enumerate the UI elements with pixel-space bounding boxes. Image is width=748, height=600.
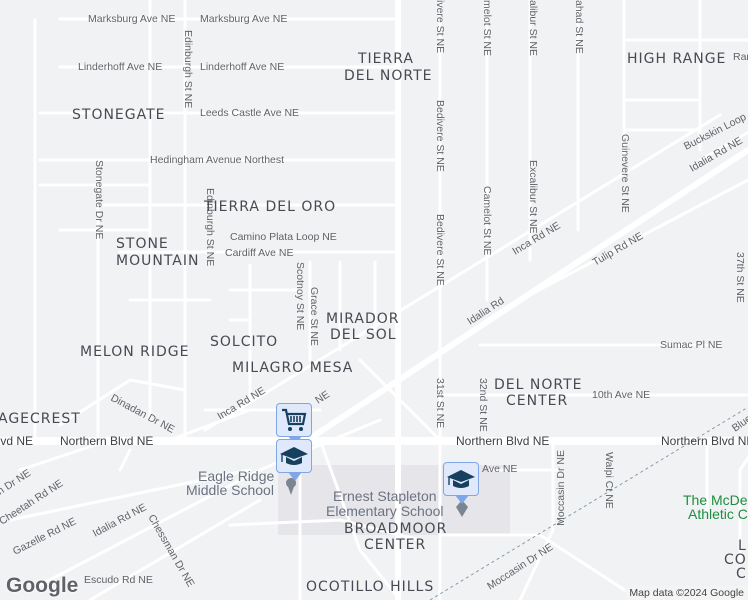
neighborhood-label: CO bbox=[724, 552, 747, 568]
street-label: Escudo Rd NE bbox=[84, 574, 153, 586]
neighborhood-label: TIERRA DEL ORO bbox=[203, 199, 336, 215]
street-label: Northern Blvd NE bbox=[661, 434, 748, 448]
street-label: Leeds Castle Ave NE bbox=[200, 107, 299, 119]
neighborhood-label: CENTER bbox=[364, 537, 426, 553]
street-label: Northern Blvd NE bbox=[0, 434, 33, 448]
neighborhood-label: DEL NORTE bbox=[344, 68, 432, 84]
neighborhood-label: MOUNTAIN bbox=[116, 253, 199, 269]
street-label: 37th St NE bbox=[734, 252, 746, 303]
street-label: Marksburg Ave NE bbox=[88, 13, 175, 25]
neighborhood-labels: TIERRA DEL NORTE HIGH RANGE STONEGATE TI… bbox=[0, 51, 747, 595]
poi-ernest-stapleton[interactable]: Elementary School bbox=[326, 503, 444, 519]
neighborhood-label: OCOTILLO HILLS bbox=[306, 579, 434, 595]
map-attribution[interactable]: Map data ©2024 Google bbox=[625, 586, 748, 600]
place-pin-icon[interactable] bbox=[456, 500, 468, 517]
poi-park[interactable]: Athletic C bbox=[688, 506, 748, 522]
street-label: Guinevere St NE bbox=[619, 134, 631, 213]
neighborhood-label: STONEGATE bbox=[72, 107, 166, 123]
street-label: ivere St NE bbox=[434, 0, 446, 53]
neighborhood-label: MELON RIDGE bbox=[80, 344, 190, 360]
street-label: Edinburgh St NE bbox=[182, 30, 194, 108]
street-label: Hedingham Avenue Northest bbox=[150, 154, 284, 166]
neighborhood-label: SOLCITO bbox=[210, 334, 278, 350]
school-marker[interactable] bbox=[443, 462, 479, 504]
neighborhood-label: DEL SOL bbox=[330, 327, 397, 343]
street-label: 31st St NE bbox=[434, 378, 446, 428]
street-label: Grace St NE bbox=[308, 287, 320, 346]
poi-eagle-ridge[interactable]: Middle School bbox=[186, 482, 274, 498]
google-logo[interactable]: Google bbox=[6, 574, 79, 597]
shopping-marker[interactable] bbox=[276, 403, 312, 445]
street-label: Northern Blvd NE bbox=[456, 434, 549, 448]
poi-park[interactable]: The McDe bbox=[683, 492, 748, 508]
poi-labels: Eagle Ridge Middle School Ernest Staplet… bbox=[186, 468, 748, 522]
street-label: alibur St NE bbox=[527, 0, 539, 56]
street-label: Linderhoff Ave NE bbox=[200, 61, 284, 73]
neighborhood-label: MIRADOR bbox=[326, 311, 399, 327]
shopping-cart-icon bbox=[282, 408, 307, 431]
school-marker[interactable] bbox=[276, 439, 312, 481]
street-label: Walpi Ct NE bbox=[603, 452, 615, 509]
street-label: Sumac Pl NE bbox=[660, 339, 722, 351]
street-label: Bedivere St NE bbox=[434, 214, 446, 286]
neighborhood-label: C bbox=[736, 566, 747, 582]
neighborhood-label: AGECREST bbox=[0, 411, 81, 427]
street-label: Ave NE bbox=[482, 463, 517, 475]
graduation-cap-icon bbox=[280, 447, 308, 465]
street-label: Bedivere St NE bbox=[434, 100, 446, 172]
street-label: 10th Ave NE bbox=[592, 389, 650, 401]
neighborhood-label: TIERRA bbox=[357, 51, 414, 67]
graduation-cap-icon bbox=[447, 470, 475, 488]
street-label: 32nd St NE bbox=[477, 378, 489, 432]
street-label: Stonegate Dr NE bbox=[93, 160, 105, 239]
neighborhood-label: CENTER bbox=[506, 393, 568, 409]
neighborhood-label: MILAGRO MESA bbox=[232, 360, 353, 376]
street-label: Camino Plata Loop NE bbox=[230, 231, 337, 243]
neighborhood-label: L bbox=[738, 538, 747, 554]
neighborhood-label: BROADMOOR bbox=[344, 521, 447, 537]
neighborhood-label: HIGH RANGE bbox=[627, 51, 726, 67]
street-label: Moccasin Dr NE bbox=[555, 450, 567, 526]
street-label: Camelot St NE bbox=[481, 186, 493, 255]
street-label: melot St NE bbox=[481, 0, 493, 56]
neighborhood-label: DEL NORTE bbox=[494, 377, 582, 393]
poi-eagle-ridge[interactable]: Eagle Ridge bbox=[198, 468, 274, 484]
street-label: ahad St NE bbox=[573, 0, 585, 54]
street-label: Linderhoff Ave NE bbox=[78, 61, 162, 73]
neighborhood-label: STONE bbox=[116, 236, 169, 252]
street-label: Marksburg Ave NE bbox=[200, 13, 287, 25]
poi-ernest-stapleton[interactable]: Ernest Stapleton bbox=[333, 488, 437, 504]
street-label: Northern Blvd NE bbox=[60, 434, 153, 448]
street-label: Edinburgh St NE bbox=[204, 188, 216, 266]
street-label: Excalibur St NE bbox=[527, 160, 539, 234]
street-label: Scotnoy St NE bbox=[294, 262, 306, 330]
street-label: Cardiff Ave NE bbox=[225, 247, 293, 259]
street-label: Ranch bbox=[733, 51, 748, 63]
place-pin-icon[interactable] bbox=[286, 478, 297, 495]
